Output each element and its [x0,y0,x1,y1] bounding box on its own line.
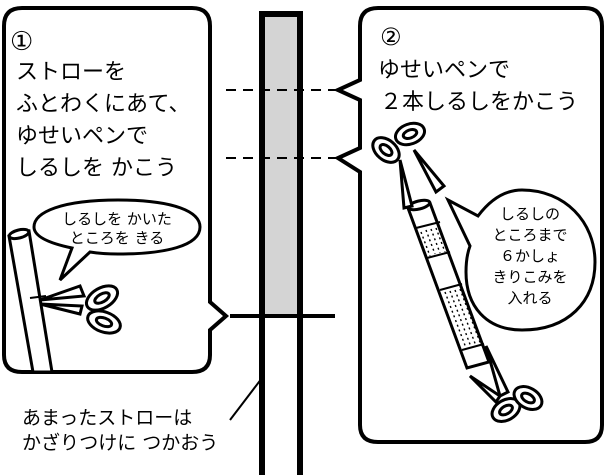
panel-2-number: ② [380,23,402,51]
panel-2-bubble-line-4: きりこみを [492,268,567,286]
footer-leader-line [229,377,263,421]
panel-1-speech-bubble [32,198,202,282]
panel-2-bubble-line-3: ６かしょ [500,247,560,265]
panel-2-line-2: ２本しるしをかこう [380,90,578,115]
panel-1-line-2: ふとわくにあて、 [16,92,190,117]
panel-2-bubble-line-1: しるしの [500,205,560,223]
cut-straw-illustration [7,227,54,374]
panel-2-line-1: ゆせいペンで [378,58,510,83]
panel-1-bubble-line-1: しるしを かいた [62,210,172,228]
panel-1-line-4: しるしを かこう [16,156,177,181]
panel-2-bubble-line-2: ところまで [492,226,567,244]
footer-line-1: あまったストローは [22,407,192,429]
panel-2-speech-bubble [444,188,597,332]
scissors-icon-top [371,121,447,210]
footer-line-2: かざりつけに つかおう [22,431,218,454]
straw-lower [265,318,297,475]
scissors-icon [39,284,122,335]
panel-1-bubble-line-2: ところを きる [70,229,164,247]
panel-1-number: ① [10,27,33,57]
scissors-icon-bottom [468,345,544,423]
panel-1-box [1,6,230,374]
panel-1-line-1: ストローを [16,60,126,85]
panel-1-line-3: ゆせいペンで [16,124,148,149]
panel-2-bubble-line-5: 入れる [507,289,552,307]
